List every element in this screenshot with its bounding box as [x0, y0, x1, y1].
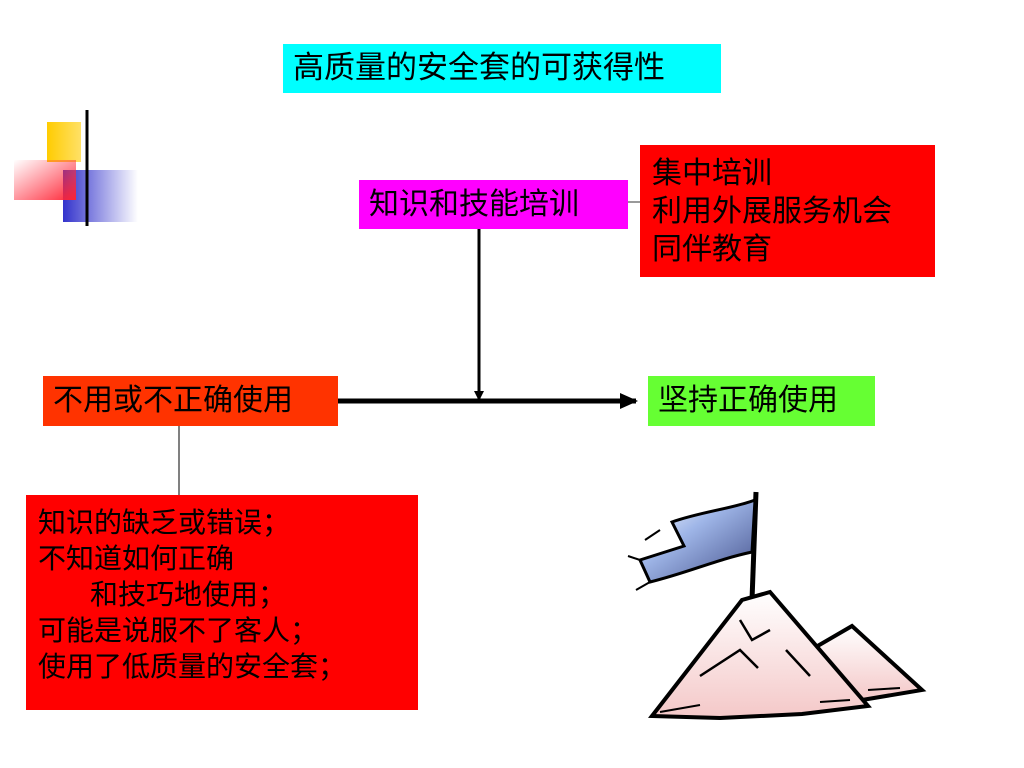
page-title: 高质量的安全套的可获得性 — [283, 44, 721, 93]
method-item: 利用外展服务机会 — [652, 194, 892, 229]
non-use-box: 不用或不正确使用 — [43, 376, 338, 426]
method-item: 集中培训 — [652, 156, 772, 191]
mountain-flag-clipart-icon — [627, 491, 927, 721]
reason-item: 使用了低质量的安全套； — [38, 650, 347, 683]
decorative-squares-icon — [14, 110, 138, 226]
reasons-box: 知识的缺乏或错误； 不知道如何正确 和技巧地使用； 可能是说服不了客人； 使用了… — [26, 495, 418, 710]
reason-item: 和技巧地使用； — [90, 578, 287, 611]
reason-item: 知识的缺乏或错误； — [38, 506, 291, 539]
training-box: 知识和技能培训 — [359, 180, 628, 229]
reason-item: 不知道如何正确 — [38, 542, 235, 575]
correct-use-box: 坚持正确使用 — [648, 376, 875, 426]
method-item: 同伴教育 — [652, 232, 772, 267]
training-methods-box: 集中培训 利用外展服务机会 同伴教育 — [640, 145, 935, 277]
reason-item: 可能是说服不了客人； — [38, 614, 319, 647]
